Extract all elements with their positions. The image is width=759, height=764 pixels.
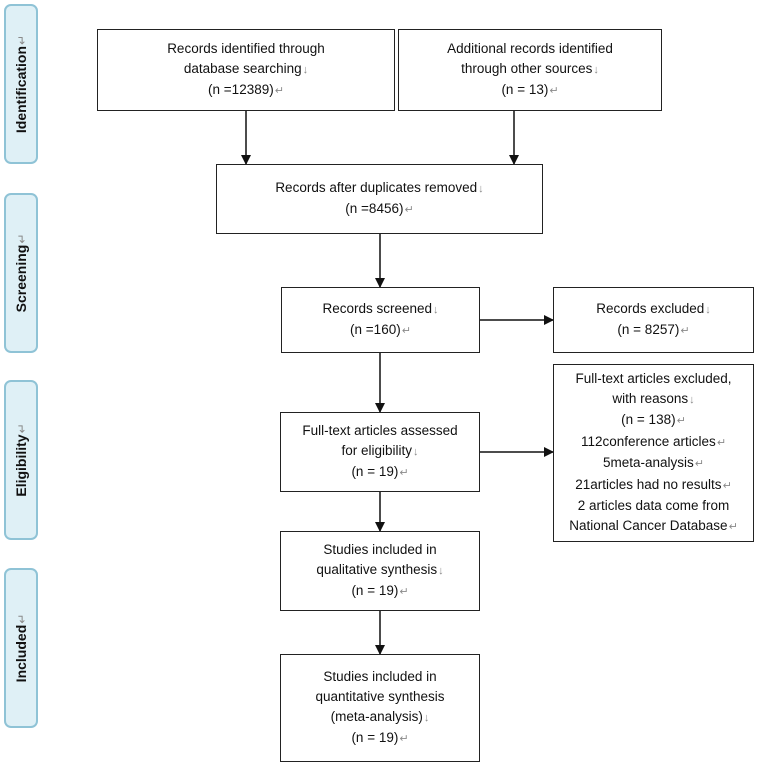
box-other-records: Additional records identified through ot…	[398, 29, 662, 111]
box-text: qualitative synthesis	[316, 562, 438, 577]
return-mark: ↵	[728, 520, 738, 533]
box-text: Studies included in	[323, 669, 437, 684]
box-text: quantitative synthesis	[315, 689, 445, 704]
exclusion-reason: 5meta-analysis	[602, 455, 694, 470]
box-count: (n = 13)	[501, 82, 549, 97]
box-database-records: Records identified through database sear…	[97, 29, 395, 111]
box-text: Studies included in	[323, 542, 437, 557]
phase-screening: Screening↵	[4, 193, 38, 353]
box-count: (n = 19)	[351, 583, 399, 598]
box-text: for eligibility	[341, 443, 413, 458]
exclusion-reason: 21articles had no results	[575, 476, 722, 492]
return-mark: ↵	[722, 479, 732, 492]
arrow-mark: ↓	[705, 304, 711, 316]
box-text: Records screened	[322, 301, 433, 316]
box-count: (n = 19)	[351, 730, 399, 745]
box-text: Full-text articles excluded,	[575, 371, 732, 386]
box-text: database searching	[183, 61, 302, 76]
arrow-mark: ↓	[302, 64, 309, 76]
box-text: Full-text articles assessed	[302, 423, 458, 438]
box-text: through other sources	[461, 61, 593, 76]
return-mark: ↵	[694, 458, 704, 470]
exclusion-reason: 112conference articles	[580, 433, 716, 449]
box-qualitative-synthesis: Studies included in qualitative synthesi…	[280, 531, 480, 611]
return-mark: ↵	[399, 467, 409, 479]
box-after-duplicates: Records after duplicates removed↓ (n =84…	[216, 164, 543, 234]
box-fulltext-excluded: Full-text articles excluded, with reason…	[553, 364, 754, 542]
exclusion-reason: National Cancer Database	[569, 517, 728, 533]
exclusion-reason: 2 articles data come from	[577, 498, 730, 513]
box-quantitative-synthesis: Studies included in quantitative synthes…	[280, 654, 480, 762]
box-text: Records excluded	[596, 301, 705, 316]
box-count: (n =8456)	[345, 201, 404, 216]
box-text: Additional records identified	[447, 41, 613, 56]
phase-eligibility: Eligibility↵	[4, 380, 38, 540]
arrow-mark: ↓	[438, 565, 444, 577]
return-mark: ↵	[716, 436, 727, 449]
box-count: (n = 19)	[351, 464, 399, 479]
arrow-mark: ↓	[423, 712, 430, 724]
return-mark: ↵	[399, 586, 409, 598]
box-text: Records after duplicates removed	[275, 180, 478, 195]
box-count: (n =160)	[350, 322, 401, 337]
phase-included: Included↵	[4, 568, 38, 728]
return-mark: ↵	[680, 325, 690, 337]
box-count: (n = 138)	[621, 412, 676, 427]
box-fulltext-assessed: Full-text articles assessed for eligibil…	[280, 412, 480, 492]
arrow-mark: ↓	[593, 64, 599, 76]
box-text: Records identified through	[167, 41, 325, 56]
return-mark: ↵	[399, 733, 409, 745]
box-records-screened: Records screened↓ (n =160)↵	[281, 287, 480, 353]
box-records-excluded: Records excluded↓ (n = 8257)↵	[553, 287, 754, 353]
arrow-mark: ↓	[689, 393, 695, 406]
box-count: (n =12389)	[208, 82, 274, 97]
box-text: with reasons	[612, 390, 689, 406]
arrow-mark: ↓	[478, 183, 484, 195]
box-count: (n = 8257)	[617, 322, 680, 337]
box-text: (meta-analysis)	[330, 709, 423, 724]
arrow-mark: ↓	[433, 304, 439, 316]
arrow-mark: ↓	[413, 446, 419, 458]
return-mark: ↵	[549, 85, 559, 97]
return-mark: ↵	[676, 415, 686, 427]
phase-identification: Identification↵	[4, 4, 38, 164]
return-mark: ↵	[404, 204, 414, 216]
return-mark: ↵	[274, 85, 284, 97]
return-mark: ↵	[401, 325, 411, 337]
